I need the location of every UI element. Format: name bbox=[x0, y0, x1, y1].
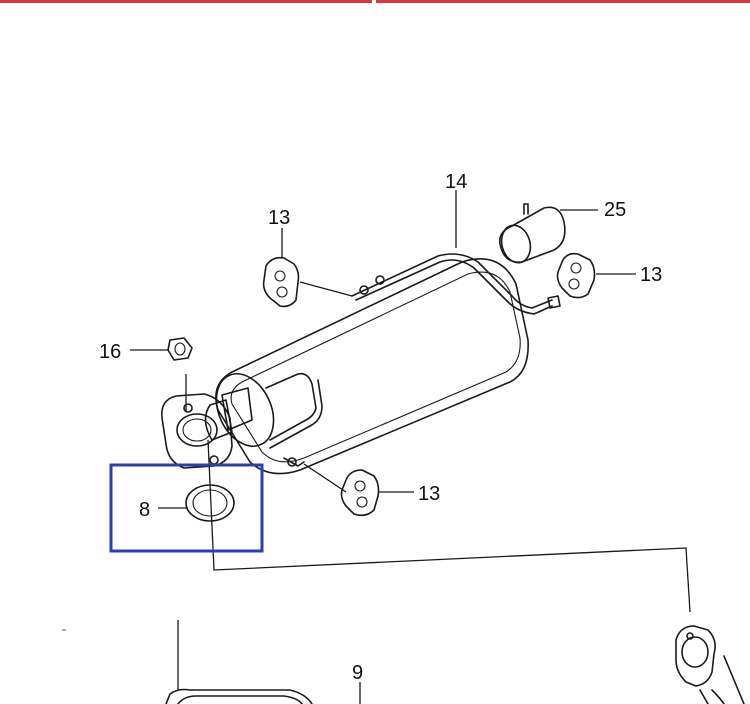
nut[interactable] bbox=[167, 337, 193, 361]
damper[interactable] bbox=[498, 203, 566, 266]
callout-8: 8 bbox=[139, 499, 150, 521]
hanger-top-right[interactable] bbox=[556, 252, 596, 299]
callout-25: 25 bbox=[604, 199, 626, 221]
front-pipe[interactable] bbox=[165, 688, 313, 704]
top-rule-gap bbox=[372, 0, 376, 3]
callout-16: 16 bbox=[99, 341, 121, 363]
callout-13-bottom: 13 bbox=[418, 483, 440, 505]
highlight-box bbox=[109, 463, 264, 553]
assembly-guide-line bbox=[185, 374, 691, 613]
callout-14: 14 bbox=[445, 171, 467, 193]
hanger-bottom[interactable] bbox=[340, 469, 380, 517]
rear-flange[interactable] bbox=[675, 625, 745, 704]
leader-lines bbox=[130, 190, 636, 704]
tailpipe-rod[interactable] bbox=[265, 253, 561, 467]
front-flange[interactable] bbox=[160, 393, 233, 469]
muffler[interactable] bbox=[204, 258, 529, 475]
callout-13-top: 13 bbox=[268, 207, 290, 229]
hanger-top-left[interactable] bbox=[262, 256, 300, 308]
callout-9: 9 bbox=[352, 662, 363, 684]
callout-13-right: 13 bbox=[640, 264, 662, 286]
